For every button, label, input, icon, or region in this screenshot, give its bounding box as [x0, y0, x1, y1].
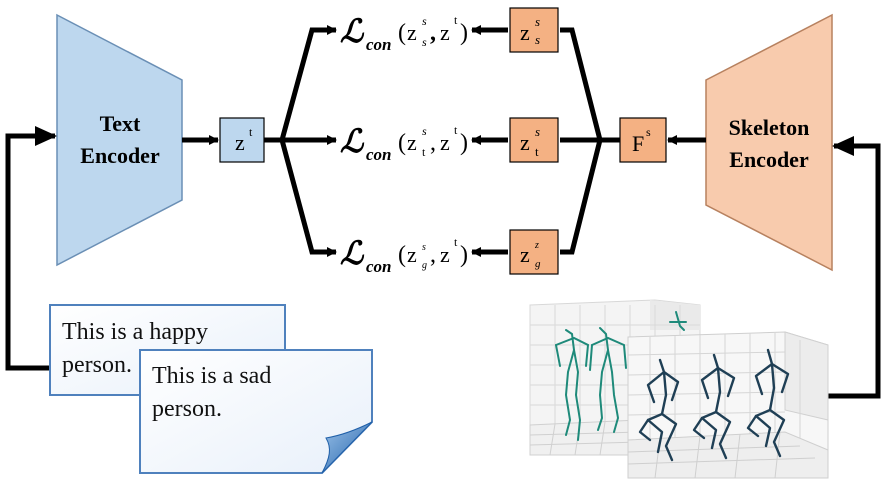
loss-mid-sub: con — [366, 145, 392, 164]
loss-top-close: ) — [460, 20, 468, 46]
loss-mid-symbol: ℒ — [340, 123, 365, 159]
token-top-base: z — [520, 20, 530, 45]
loss-bot-a-sup: s — [422, 242, 426, 253]
skeleton-feature-sup: s — [646, 125, 651, 139]
text-encoder-label-2: Encoder — [80, 143, 160, 168]
token-top-sup: s — [535, 14, 540, 29]
loss-mid-a-sub: t — [422, 145, 426, 159]
loss-bot-b-sup: t — [454, 235, 458, 249]
text-card-happy-line2: person. — [62, 352, 132, 378]
loss-mid-b-base: z — [440, 130, 450, 155]
loss-bot: ℒ con ( z s g , z t ) — [340, 235, 468, 276]
loss-top-symbol: ℒ — [340, 13, 365, 49]
skeleton-token-mid: z s t — [509, 117, 559, 163]
token-mid-sup: s — [535, 124, 540, 139]
arrow-skeleton-input-loop — [828, 136, 881, 399]
loss-top: ℒ con ( z s s , z t ) — [340, 13, 468, 54]
skeleton-token-top: z s s — [509, 7, 559, 53]
loss-top-b-sup: t — [454, 13, 458, 27]
loss-bot-open: ( — [398, 242, 406, 268]
token-mid-base: z — [520, 130, 530, 155]
loss-top-a-sub: s — [422, 35, 427, 49]
loss-top-sub: con — [366, 35, 392, 54]
loss-mid-a-base: z — [407, 130, 417, 155]
loss-top-comma: , — [430, 20, 436, 46]
arrow-zt-to-loss-bot — [264, 137, 337, 257]
text-feature-box: z t — [219, 117, 265, 163]
loss-mid-a-sup: s — [422, 124, 427, 138]
loss-bot-b-base: z — [440, 242, 450, 267]
skeleton-encoder-label-2: Encoder — [729, 147, 809, 172]
skeleton-token-bot: z z g — [509, 229, 559, 275]
page-curl-icon — [321, 421, 373, 474]
skeleton-encoder-block — [705, 13, 833, 272]
arrow-fs-to-token-bot — [560, 137, 620, 255]
loss-top-open: ( — [398, 20, 406, 46]
loss-mid-close: ) — [460, 130, 468, 156]
token-mid-sub: t — [535, 144, 539, 159]
loss-bot-a-base: z — [407, 242, 417, 267]
loss-bot-comma: , — [430, 242, 436, 268]
loss-mid-comma: , — [430, 130, 436, 156]
loss-bot-symbol: ℒ — [340, 235, 365, 271]
token-top-sub: s — [535, 32, 540, 47]
loss-bot-sub: con — [366, 257, 392, 276]
loss-top-b-base: z — [440, 20, 450, 45]
token-bot-sub: g — [535, 258, 541, 270]
arrow-fs-to-token-top — [560, 27, 620, 143]
token-bot-sup: z — [534, 240, 539, 251]
skeleton-encoder-label-1: Skeleton — [729, 115, 810, 140]
loss-mid: ℒ con ( z s t , z t ) — [340, 123, 468, 164]
text-encoder-block — [56, 13, 183, 267]
text-card-sad-line2: person. — [152, 396, 222, 422]
loss-mid-b-sup: t — [454, 123, 458, 137]
skeleton-plot-front — [627, 331, 829, 479]
text-feature-base: z — [235, 130, 245, 155]
text-feature-sup: t — [249, 125, 253, 139]
loss-bot-a-sub: g — [422, 260, 427, 271]
arrow-text-input-loop — [5, 126, 57, 371]
loss-mid-open: ( — [398, 130, 406, 156]
text-card-sad-line1: This is a sad — [152, 363, 271, 389]
skeleton-feature-box: F s — [619, 117, 667, 163]
text-encoder-label-1: Text — [100, 111, 141, 136]
token-bot-base: z — [520, 242, 530, 267]
text-card-happy-line1: This is a happy — [62, 319, 208, 345]
loss-top-a-base: z — [407, 20, 417, 45]
loss-bot-close: ) — [460, 242, 468, 268]
arrow-zt-to-loss-top — [264, 25, 337, 143]
loss-top-a-sup: s — [422, 14, 427, 28]
skeleton-feature-base: F — [632, 131, 644, 156]
text-card-sad: This is a sad person. — [139, 349, 373, 474]
